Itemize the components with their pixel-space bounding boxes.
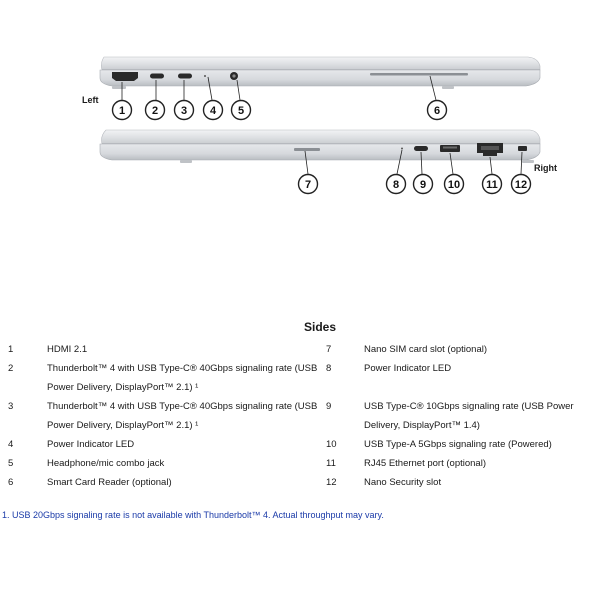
row-number: 9 (326, 401, 332, 412)
port-description: HDMI 2.1 (47, 344, 88, 355)
callout-10: 10 (443, 173, 465, 195)
row-number: 11 (326, 458, 336, 469)
callout-6: 6 (426, 99, 448, 121)
svg-text:3: 3 (181, 105, 187, 117)
svg-text:4: 4 (210, 105, 217, 117)
right-leader-lines (304, 149, 523, 175)
port-description: Smart Card Reader (optional) (47, 477, 172, 488)
row-number: 3 (8, 401, 14, 412)
row-number: 6 (8, 477, 14, 488)
table-row: 6 Smart Card Reader (optional) 12 Nano S… (8, 473, 598, 492)
callout-4: 4 (202, 99, 224, 121)
port-description: Thunderbolt™ 4 with USB Type-C® 40Gbps s… (47, 401, 318, 431)
table-row: 3 Thunderbolt™ 4 with USB Type-C® 40Gbps… (8, 397, 598, 435)
led-shape-left (204, 75, 206, 77)
svg-text:5: 5 (238, 105, 244, 117)
table-title: Sides (303, 320, 336, 334)
callout-11: 11 (481, 173, 503, 195)
row-number: 8 (326, 363, 332, 374)
laptop-sides-diagram: Left Right 1 2 3 4 5 6 (82, 56, 557, 195)
usb-c-port-shape-2 (178, 73, 192, 79)
port-description: Nano SIM card slot (optional) (364, 344, 488, 355)
port-description: Power Indicator LED (364, 363, 452, 374)
right-side-view (99, 129, 541, 163)
svg-text:12: 12 (515, 179, 527, 191)
port-description: USB Type-C® 10Gbps signaling rate (USB P… (364, 401, 574, 431)
table-row: 2 Thunderbolt™ 4 with USB Type-C® 40Gbps… (8, 359, 598, 397)
port-description: RJ45 Ethernet port (optional) (364, 458, 486, 469)
callout-8: 8 (385, 173, 407, 195)
callout-5: 5 (230, 99, 252, 121)
svg-text:10: 10 (448, 179, 460, 191)
footnote: 1. USB 20Gbps signaling rate is not avai… (2, 510, 384, 520)
usb-c-port-shape-3 (414, 146, 428, 151)
svg-text:8: 8 (393, 179, 399, 191)
port-description: Headphone/mic combo jack (47, 458, 165, 469)
row-number: 5 (8, 458, 14, 469)
callout-3: 3 (173, 99, 195, 121)
port-description: Nano Security slot (364, 477, 442, 488)
right-side-label: Right (534, 163, 557, 173)
row-number: 7 (326, 344, 332, 355)
row-number: 12 (326, 477, 337, 488)
table-row: 1 HDMI 2.1 7 Nano SIM card slot (optiona… (8, 340, 598, 359)
left-side-label: Left (82, 95, 99, 105)
callout-1: 1 (111, 99, 133, 121)
table-row: 4 Power Indicator LED 10 USB Type-A 5Gbp… (8, 435, 598, 454)
left-side-view (99, 56, 541, 89)
callout-7: 7 (297, 173, 319, 195)
svg-text:1: 1 (119, 105, 125, 117)
table-row: 5 Headphone/mic combo jack 11 RJ45 Ether… (8, 454, 598, 473)
hdmi-port-shape (112, 72, 138, 81)
port-description: Power Indicator LED (47, 439, 135, 450)
svg-text:11: 11 (486, 179, 498, 191)
svg-text:9: 9 (420, 179, 426, 191)
security-slot-shape (518, 146, 527, 151)
svg-text:2: 2 (152, 105, 158, 117)
smart-card-slot-shape (370, 73, 468, 76)
row-number: 1 (8, 344, 14, 355)
row-number: 2 (8, 363, 14, 374)
ports-table: 1 HDMI 2.1 7 Nano SIM card slot (optiona… (8, 340, 598, 492)
callout-12: 12 (510, 173, 532, 195)
port-description: USB Type-A 5Gbps signaling rate (Powered… (364, 439, 552, 450)
port-description: Thunderbolt™ 4 with USB Type-C® 40Gbps s… (47, 363, 318, 393)
svg-text:7: 7 (305, 179, 311, 191)
left-leader-lines (121, 75, 437, 101)
svg-text:6: 6 (434, 105, 440, 117)
led-shape-right (401, 147, 403, 150)
callout-2: 2 (144, 99, 166, 121)
usb-c-port-shape-1 (150, 73, 164, 79)
row-number: 4 (8, 439, 14, 450)
callout-9: 9 (412, 173, 434, 195)
row-number: 10 (326, 439, 337, 450)
sim-slot-shape (294, 148, 320, 151)
